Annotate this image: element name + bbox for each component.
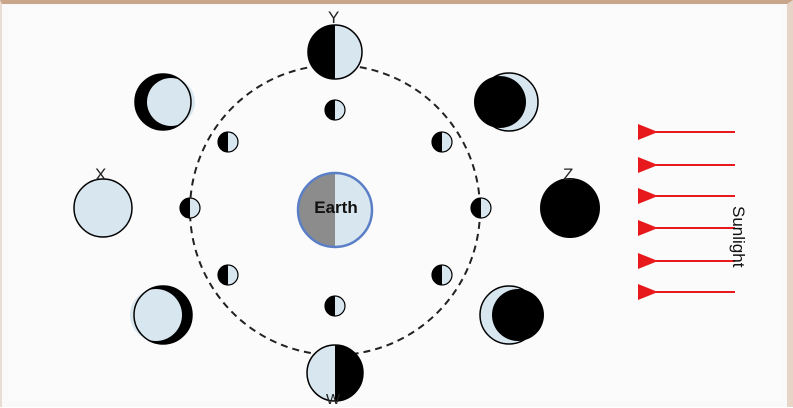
label-w: W — [326, 392, 340, 407]
orbit-moon-bottom-left — [218, 265, 238, 285]
label-x: X — [95, 166, 106, 183]
phase-z-moon — [540, 178, 600, 238]
earth-label: Earth — [296, 198, 376, 218]
orbit-moon-bottom-right — [432, 265, 452, 285]
orbit-moon-top — [325, 100, 345, 120]
phase-y-moon — [308, 25, 362, 79]
label-y: Y — [328, 9, 339, 26]
phase-top-right-moon — [474, 73, 538, 131]
orbit-moon-top-right — [432, 132, 452, 152]
sunlight-label: Sunlight — [728, 206, 748, 267]
phase-x-moon — [74, 179, 132, 237]
phase-bottom-right-moon — [480, 286, 544, 344]
orbit-moon-right — [471, 198, 491, 218]
orbit-moon-bottom — [325, 296, 345, 316]
phase-top-left-moon — [135, 74, 195, 130]
orbit-moon-top-left — [218, 132, 238, 152]
label-z: Z — [563, 166, 573, 183]
sunlight-rays — [656, 132, 735, 292]
orbit-moon-left — [180, 198, 200, 218]
phase-bottom-left-moon — [130, 286, 192, 344]
